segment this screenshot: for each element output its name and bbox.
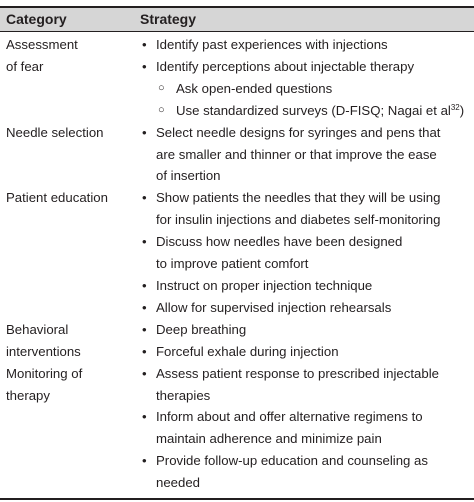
sub-list-item-text: Use standardized surveys (D-FISQ; Nagai … xyxy=(176,100,470,122)
header-strategy: Strategy xyxy=(140,11,197,27)
category-line: therapy xyxy=(6,387,50,403)
bullet-icon: • xyxy=(142,299,147,315)
reference-superscript: 32 xyxy=(450,102,460,112)
strategy-cell: • Identify past experiences with injectio… xyxy=(140,34,470,122)
bullet-icon: • xyxy=(142,58,147,74)
list-item-text: Show patients the needles that they will… xyxy=(156,190,441,206)
list-item: • Identify perceptions about injectable t… xyxy=(140,56,470,78)
list-item: • Identify past experiences with injectio… xyxy=(140,34,470,56)
category-line: of fear xyxy=(6,58,44,74)
list-item-text: maintain adherence and minimize pain xyxy=(156,431,382,447)
bullet-icon: • xyxy=(142,277,147,293)
list-item-text: Instruct on proper injection technique xyxy=(156,277,373,293)
bullet-icon: • xyxy=(142,453,147,469)
bullet-icon: • xyxy=(142,409,147,425)
list-item-text: Forceful exhale during injection xyxy=(156,343,339,359)
category-line: Behavioral xyxy=(6,321,69,337)
list-item: • Discuss how needles have been designed t… xyxy=(140,231,470,275)
list-item-text: of insertion xyxy=(156,168,221,184)
list-item-text: Identify past experiences with injection… xyxy=(156,37,388,52)
list-item: • Show patients the needles that they wil… xyxy=(140,187,470,231)
category-line: Patient education xyxy=(6,190,108,206)
list-item-text: Select needle designs for syringes and p… xyxy=(156,124,441,140)
strategy-cell: • Assess patient response to prescribed i… xyxy=(140,363,470,494)
bullet-icon: • xyxy=(142,321,147,337)
category-cell: Behavioral interventions xyxy=(6,319,131,363)
sub-item-trailing-text: ) xyxy=(459,102,465,118)
bullet-icon: • xyxy=(142,234,147,250)
list-item-text: Deep breathing xyxy=(156,321,247,337)
category-cell: Needle selection xyxy=(6,122,131,144)
category-line: Assessment xyxy=(6,37,78,52)
table-row: Needle selection • Select needle designs f… xyxy=(0,122,474,188)
list-item-text: Allow for supervised injection rehearsal… xyxy=(156,299,392,315)
list-item-text: Identify perceptions about injectable th… xyxy=(156,58,415,74)
category-line: Monitoring of xyxy=(6,365,83,381)
list-item-text: for insulin injections and diabetes self… xyxy=(156,212,441,228)
category-cell: Assessment of fear xyxy=(6,34,131,78)
hollow-circle-icon: ○ xyxy=(158,103,165,116)
bullet-icon: • xyxy=(142,343,147,359)
sub-list-item: ○ Ask open-ended questions xyxy=(140,78,470,100)
strategy-cell: • Select needle designs for syringes and … xyxy=(140,122,470,188)
band xyxy=(0,8,474,31)
category-cell: Patient education xyxy=(6,187,131,209)
list-item: • Provide follow-up education and counsel… xyxy=(140,450,470,494)
strategy-cell: • Show patients the needles that they wil… xyxy=(140,187,470,318)
list-item: • Inform about and offer alternative regi… xyxy=(140,406,470,450)
list-item: • Forceful exhale during injection xyxy=(140,341,470,363)
sub-list-item: ○ Use standardized surveys (D-FISQ; Nagai… xyxy=(140,100,470,122)
list-item-text: needed xyxy=(156,475,201,491)
list-item-text: Inform about and offer alternative regim… xyxy=(156,409,423,425)
list-item-text: Provide follow-up education and counseli… xyxy=(156,453,428,469)
sub-item-main-text: Ask open-ended questions xyxy=(176,80,333,96)
list-item-text: are smaller and thinner or that improve … xyxy=(156,146,437,162)
list-item: • Select needle designs for syringes and … xyxy=(140,122,470,188)
list-item: • Allow for supervised injection rehearsa… xyxy=(140,297,470,319)
bullet-icon: • xyxy=(142,37,147,52)
list-item: • Deep breathing xyxy=(140,319,470,341)
list-item-text: therapies xyxy=(156,387,211,403)
table-row: Assessment of fear • Identify past experien… xyxy=(0,34,474,122)
list-item-text: Assess patient response to prescribed in… xyxy=(156,365,439,381)
list-item: • Instruct on proper injection technique xyxy=(140,275,470,297)
bullet-icon: • xyxy=(142,190,147,206)
header-category: Category xyxy=(6,11,67,27)
bullet-icon: • xyxy=(142,365,147,381)
category-line: interventions xyxy=(6,343,81,359)
list-item-text: to improve patient comfort xyxy=(156,256,309,272)
sub-item-main-text: Use standardized surveys (D-FISQ; Nagai … xyxy=(176,102,451,118)
list-item: • Assess patient response to prescribed i… xyxy=(140,363,470,407)
table-row: Behavioral interventions • Deep breathing • F… xyxy=(0,319,474,363)
sub-list-item-text: Ask open-ended questions xyxy=(176,78,470,100)
header-rule xyxy=(0,31,474,32)
category-line: Needle selection xyxy=(6,124,104,140)
list-item-text: Discuss how needles have been designed xyxy=(156,234,403,250)
bullet-icon: • xyxy=(142,124,147,140)
bottom-rule xyxy=(0,498,474,500)
table-row: Monitoring of therapy • Assess patient resp… xyxy=(0,363,474,494)
hollow-circle-icon: ○ xyxy=(158,81,165,94)
table-row: Patient education • Show patients the need… xyxy=(0,187,474,318)
top-rule xyxy=(0,6,474,8)
strategy-cell: • Deep breathing • Forceful exhale during i… xyxy=(140,319,470,363)
category-cell: Monitoring of therapy xyxy=(6,363,131,407)
table-body: Assessment of fear • Identify past experien… xyxy=(0,34,474,494)
